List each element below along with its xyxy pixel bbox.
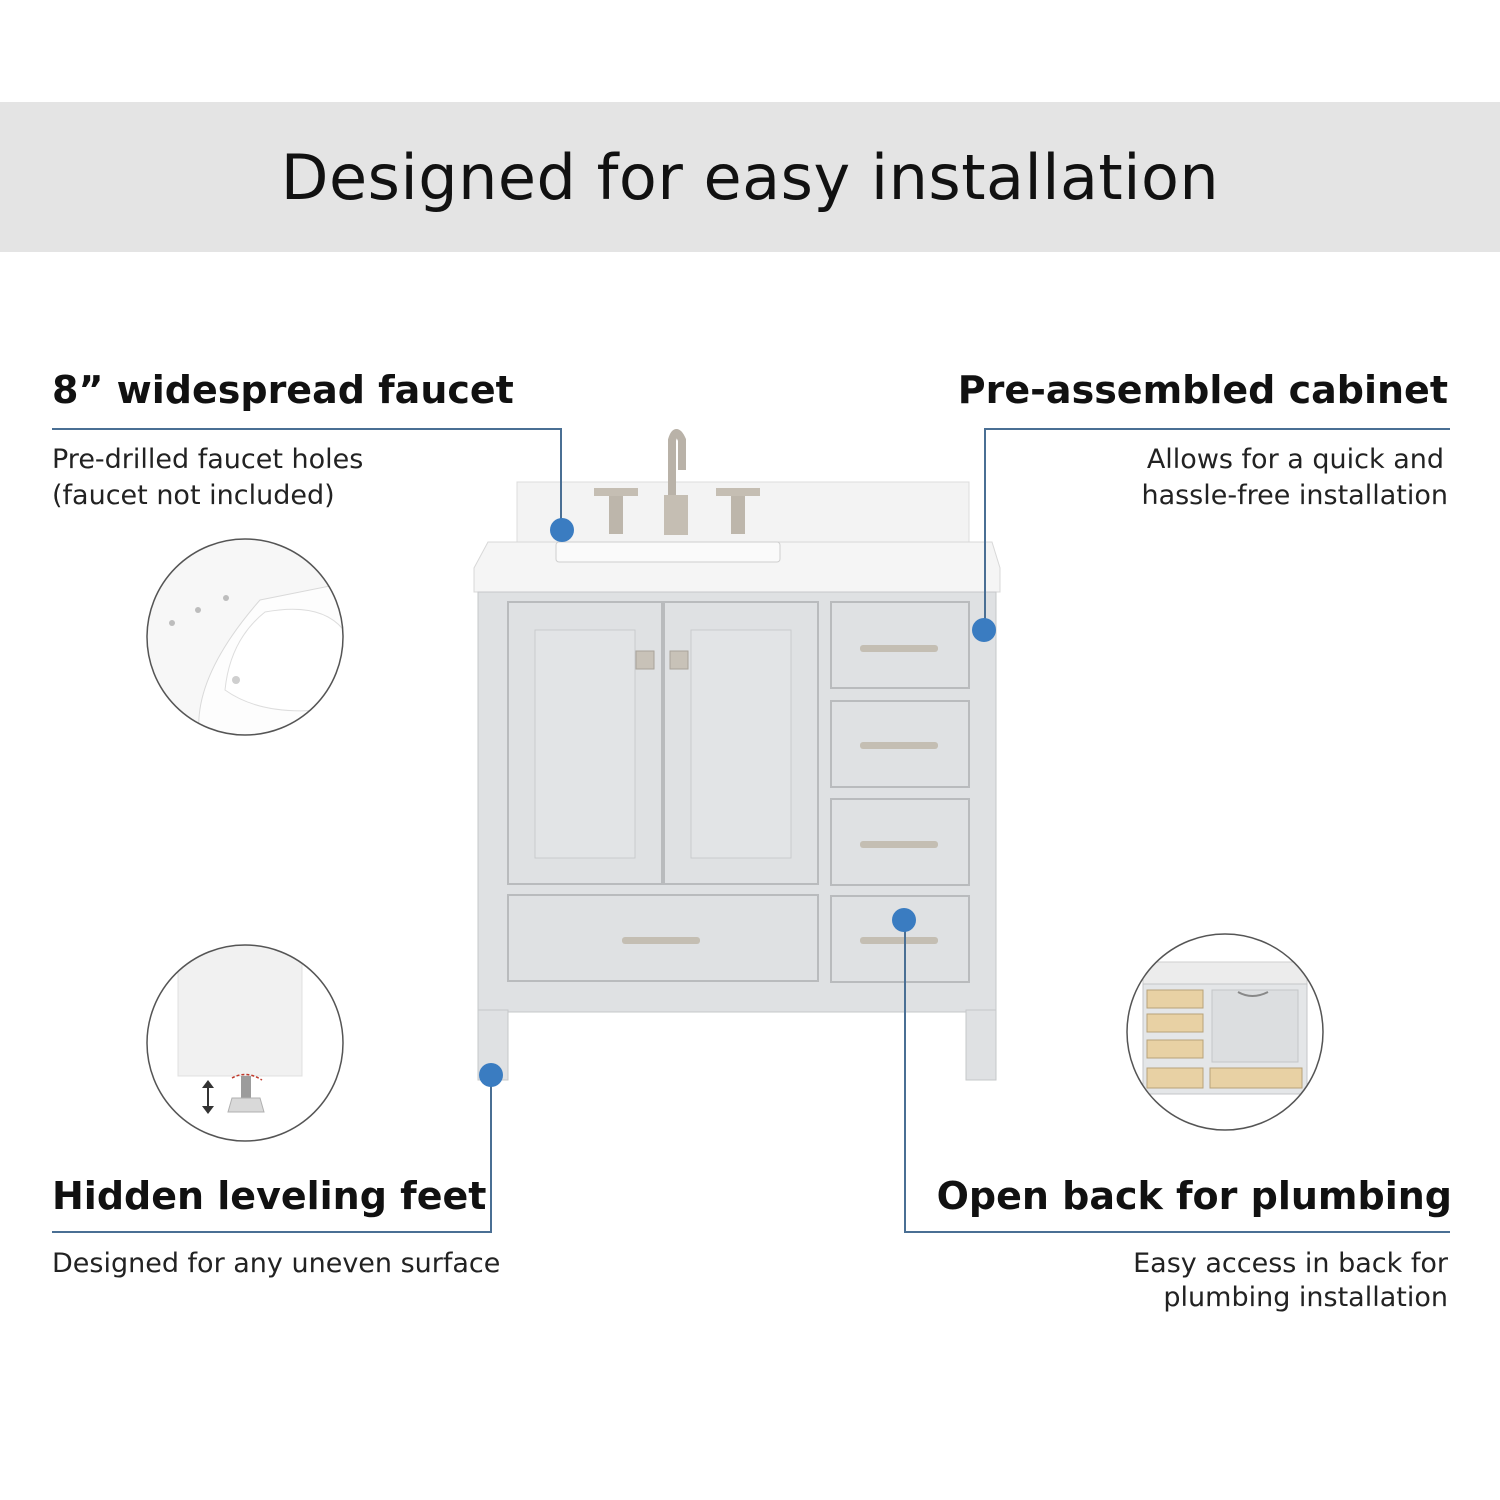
header-banner: Designed for easy installation [0,102,1500,252]
faucet-callout-dot [550,518,574,542]
plumbing-feature-desc-1: Easy access in back for [1133,1248,1448,1279]
plumbing-callout-dot [892,908,916,932]
feet-feature-title: Hidden leveling feet [52,1174,487,1218]
faucet-feature-desc-1: Pre-drilled faucet holes [52,444,364,475]
page-title: Designed for easy installation [280,140,1220,214]
faucet-feature-desc-2: (faucet not included) [52,480,335,511]
faucet-feature-title: 8” widespread faucet [52,368,514,412]
callout-lines [52,428,1450,1233]
open-back-closeup-icon [1126,933,1324,1131]
cabinet-feature-desc-1: Allows for a quick and [1146,444,1444,475]
cabinet-feature-title: Pre-assembled cabinet [957,368,1448,412]
feet-feature-desc-1: Designed for any uneven surface [52,1248,501,1279]
vanity-cabinet-icon [473,429,1001,1081]
plumbing-feature-desc-2: plumbing installation [1163,1282,1448,1313]
cabinet-feature-desc-2: hassle-free installation [1141,480,1448,511]
cabinet-callout-dot [972,618,996,642]
leveling-foot-closeup-icon [146,944,344,1142]
faucet-icon [594,429,760,535]
sink-closeup-icon [146,538,344,736]
feet-callout-dot [479,1063,503,1087]
plumbing-feature-title: Open back for plumbing [936,1174,1452,1218]
